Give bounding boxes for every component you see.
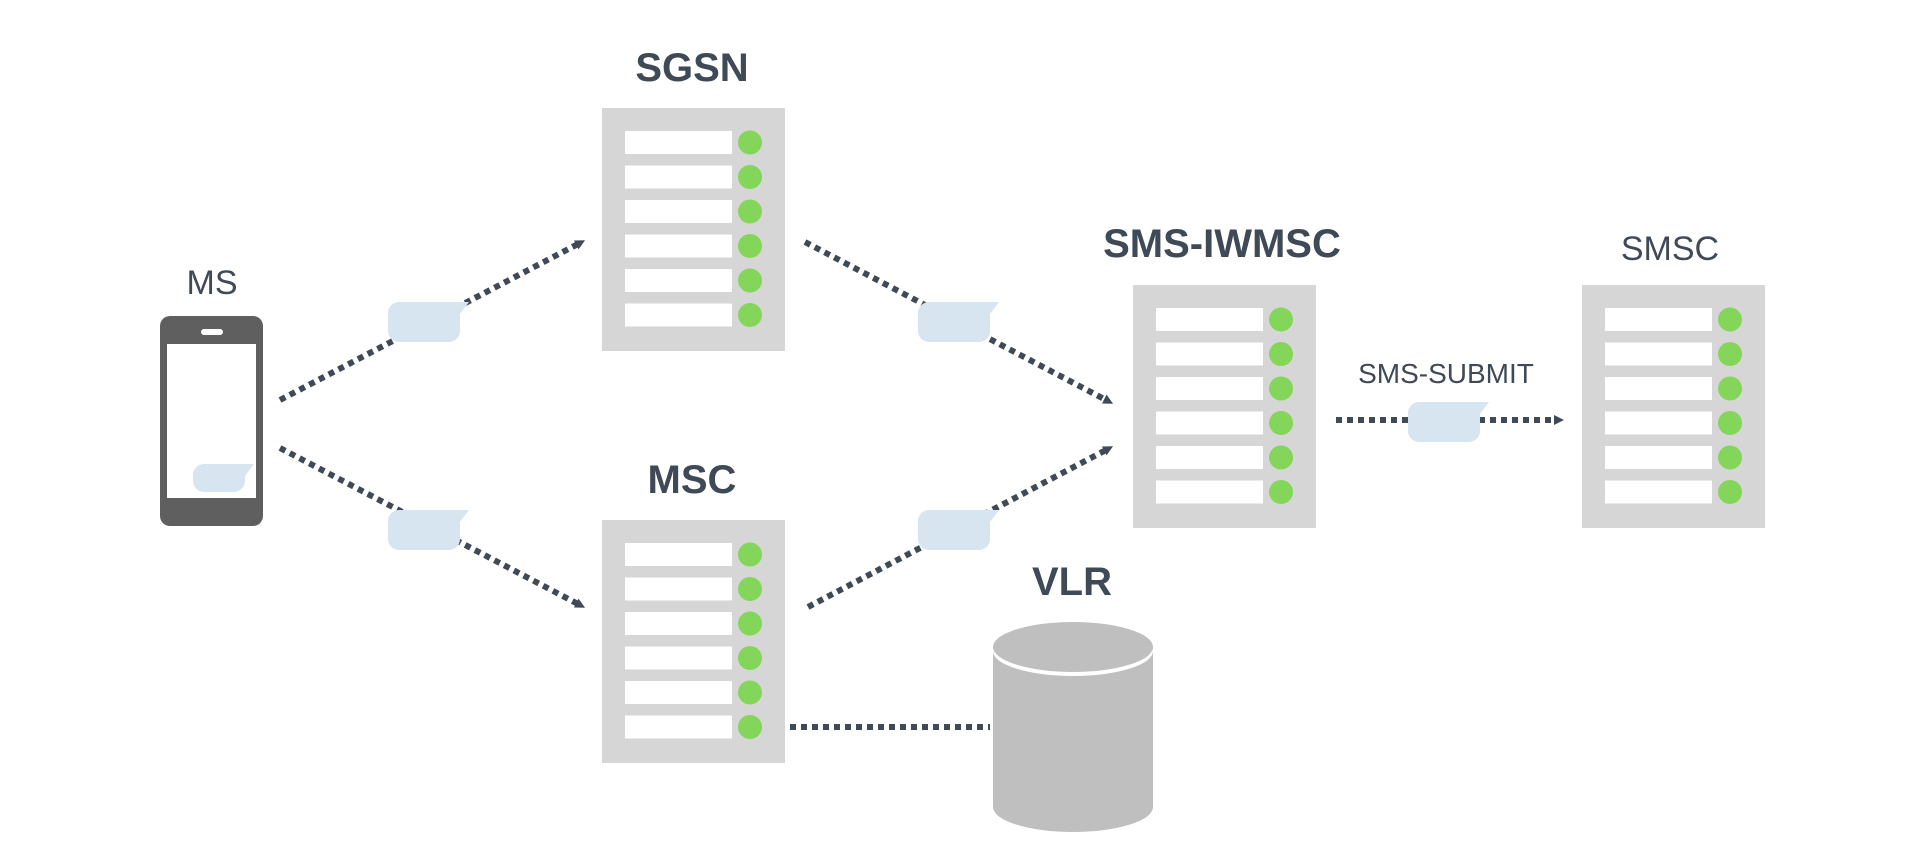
status-led-icon: [738, 268, 762, 293]
server-slot: [1156, 480, 1263, 504]
status-led-icon: [1269, 342, 1293, 366]
node-sms-iwmsc: [1133, 285, 1316, 528]
status-led-icon: [1718, 342, 1742, 366]
bubble-body: [193, 464, 245, 492]
bubble-tail: [980, 510, 999, 522]
status-led-icon: [738, 234, 762, 258]
server-slot: [1605, 446, 1712, 469]
server-slot: [1156, 308, 1263, 331]
server-slot: [625, 577, 732, 601]
server-slot: [625, 234, 732, 258]
status-led-icon: [1718, 480, 1742, 504]
database-top: [993, 622, 1153, 672]
status-led-icon: [738, 611, 762, 636]
server-slot: [1156, 342, 1263, 366]
server-slot: [1605, 308, 1712, 331]
server-slot: [625, 646, 732, 670]
server-slot: [625, 303, 732, 327]
node-label-smsc: SMSC: [1620, 230, 1720, 268]
node-label-ms: MS: [186, 264, 238, 302]
server-slot: [1156, 411, 1263, 435]
bubble-tail: [980, 302, 999, 314]
status-led-icon: [1718, 411, 1742, 435]
bubble-tail: [450, 510, 469, 522]
bubble-body: [1408, 402, 1480, 442]
server-slot: [1605, 342, 1712, 366]
message-bubble-icon: [918, 302, 999, 342]
server-slot: [625, 715, 732, 739]
server-slot: [625, 165, 732, 189]
message-bubble-icon: [918, 510, 999, 550]
bubble-body: [918, 302, 990, 342]
status-led-icon: [738, 646, 762, 670]
server-slot: [1156, 446, 1263, 469]
node-vlr: [993, 622, 1153, 832]
server-slot: [625, 612, 732, 635]
node-smsc: [1582, 285, 1765, 528]
server-slot: [1605, 480, 1712, 504]
status-led-icon: [1718, 445, 1742, 470]
status-led-icon: [738, 130, 762, 155]
server-slot: [1605, 411, 1712, 435]
node-msc: [602, 520, 785, 763]
server-slot: [625, 269, 732, 292]
status-led-icon: [738, 542, 762, 567]
server-slot: [625, 200, 732, 223]
bubble-body: [388, 302, 460, 342]
status-led-icon: [1269, 445, 1293, 470]
status-led-icon: [1269, 480, 1293, 504]
status-led-icon: [738, 165, 762, 189]
bubble-tail: [235, 464, 254, 476]
bubble-tail: [450, 302, 469, 314]
message-bubble-icon: [388, 302, 469, 342]
status-led-icon: [1269, 307, 1293, 332]
status-led-icon: [738, 303, 762, 327]
status-led-icon: [738, 577, 762, 601]
server-slot: [1605, 377, 1712, 400]
node-sgsn: [602, 108, 785, 351]
node-label-msc: MSC: [647, 458, 737, 502]
node-ms: [160, 316, 263, 526]
database-body: [993, 647, 1153, 832]
status-led-icon: [1269, 376, 1293, 401]
node-label-sms-iwmsc: SMS-IWMSC: [1103, 222, 1341, 266]
bubble-body: [388, 510, 460, 550]
status-led-icon: [738, 680, 762, 705]
bubble-body: [918, 510, 990, 550]
message-bubble-icon: [388, 510, 469, 550]
status-led-icon: [1718, 376, 1742, 401]
status-led-icon: [738, 715, 762, 739]
status-led-icon: [1718, 307, 1742, 332]
nodes-layer: [160, 108, 1765, 832]
phone-speaker: [201, 329, 223, 335]
status-led-icon: [738, 199, 762, 224]
bubbles-layer: [388, 302, 1489, 550]
server-slot: [1156, 377, 1263, 400]
node-label-sgsn: SGSN: [635, 46, 749, 90]
server-slot: [625, 543, 732, 566]
status-led-icon: [1269, 411, 1293, 435]
node-label-vlr: VLR: [1032, 560, 1112, 604]
server-slot: [625, 681, 732, 704]
message-bubble-icon: [1408, 402, 1489, 442]
server-slot: [625, 131, 732, 154]
edge-label-sms-submit: SMS-SUBMIT: [1358, 358, 1534, 389]
phone-message-bubble-icon: [193, 464, 254, 492]
bubble-tail: [1470, 402, 1489, 414]
